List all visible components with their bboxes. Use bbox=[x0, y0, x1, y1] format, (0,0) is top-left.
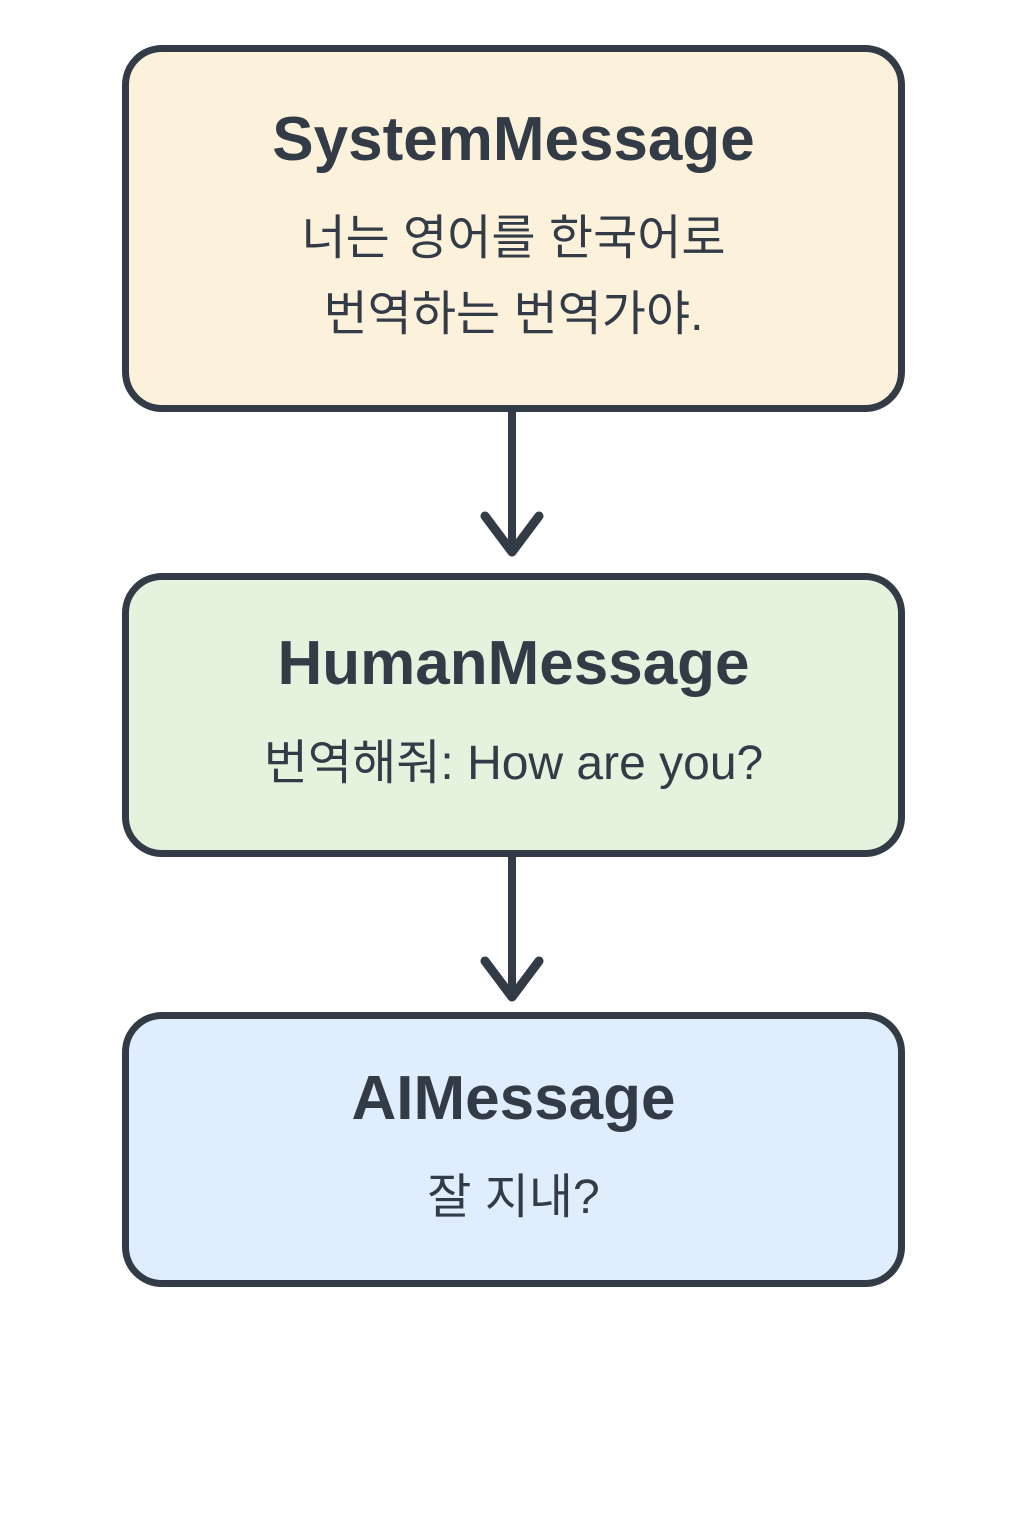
node-title: HumanMessage bbox=[277, 629, 750, 699]
arrow-down-icon bbox=[477, 855, 547, 1005]
node-text-line: 번역해줘: How are you? bbox=[263, 736, 764, 790]
arrow-down-icon bbox=[477, 410, 547, 560]
node-text-line: 너는 영어를 한국어로 bbox=[301, 212, 726, 266]
node-text-line: 잘 지내? bbox=[427, 1171, 600, 1225]
node-title: SystemMessage bbox=[272, 104, 755, 174]
node-title: AIMessage bbox=[351, 1063, 676, 1133]
node-system-message: SystemMessage 너는 영어를 한국어로 번역하는 번역가야. bbox=[122, 45, 905, 412]
node-text-line: 번역하는 번역가야. bbox=[323, 288, 704, 342]
node-human-message: HumanMessage 번역해줘: How are you? bbox=[122, 573, 905, 857]
node-ai-message: AIMessage 잘 지내? bbox=[122, 1012, 905, 1287]
